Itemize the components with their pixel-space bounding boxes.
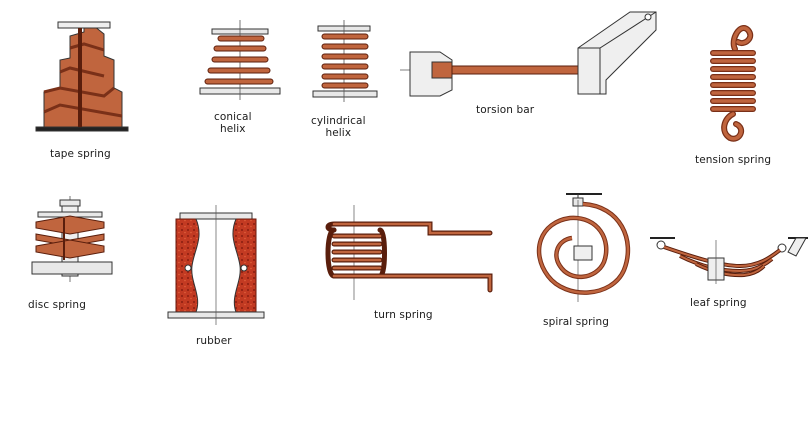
- conical-helix-illustration: [199, 20, 281, 100]
- label-turn-spring: turn spring: [374, 309, 433, 321]
- label-cylindrical-helix: cylindrical helix: [311, 115, 366, 139]
- label-torsion-bar: torsion bar: [476, 104, 535, 116]
- label-leaf-spring: leaf spring: [690, 297, 747, 309]
- tape-spring-illustration: [35, 21, 129, 132]
- label-rubber: rubber: [196, 335, 232, 347]
- turn-spring-illustration: [325, 205, 493, 300]
- cylindrical-helix-illustration: [312, 20, 378, 102]
- label-disc-spring: disc spring: [28, 299, 86, 311]
- leaf-spring-illustration: [650, 237, 808, 284]
- tension-spring-illustration: [710, 25, 756, 142]
- label-tension-spring: tension spring: [695, 154, 772, 166]
- label-spiral-spring: spiral spring: [543, 316, 610, 328]
- spiral-spring-illustration: [536, 193, 631, 302]
- torsion-bar-illustration: [400, 11, 657, 97]
- disc-spring-illustration: [31, 196, 113, 282]
- label-conical-helix: conical helix: [214, 111, 252, 135]
- label-tape-spring: tape spring: [50, 148, 111, 160]
- rubber-illustration: [167, 205, 265, 325]
